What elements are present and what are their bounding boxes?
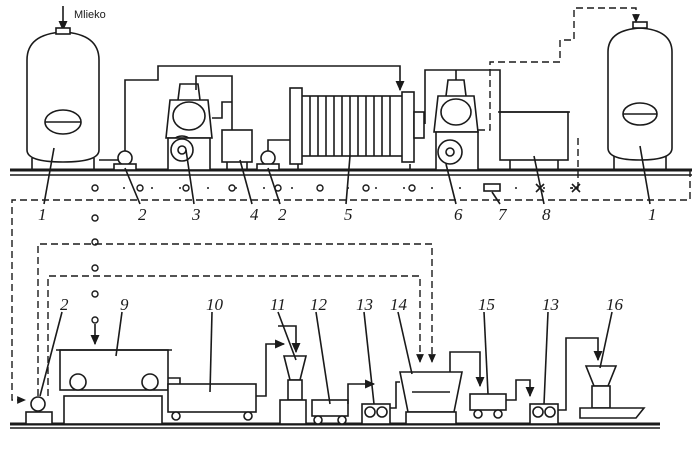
pump-top-middle — [256, 150, 280, 171]
callout-11: 11 — [270, 295, 286, 314]
callout-1-left: 1 — [38, 205, 47, 224]
callout-10: 10 — [206, 295, 224, 314]
pump-bottom-a — [361, 403, 391, 425]
separator-unit — [165, 83, 213, 171]
callout-4: 4 — [250, 205, 259, 224]
callout-15: 15 — [478, 295, 495, 314]
upper-floor-line — [10, 168, 692, 176]
callout-14: 14 — [390, 295, 408, 314]
callout-3: 3 — [191, 205, 201, 224]
callout-13-a: 13 — [356, 295, 373, 314]
callout-16: 16 — [606, 295, 624, 314]
callout-7: 7 — [498, 205, 508, 224]
callout-2-top-a: 2 — [138, 205, 147, 224]
callout-2-top-b: 2 — [278, 205, 287, 224]
intermediate-tank — [221, 129, 253, 170]
pump-bottom-b — [529, 337, 603, 425]
callout-5: 5 — [344, 205, 353, 224]
callout-8: 8 — [542, 205, 551, 224]
mixing-vat — [390, 351, 485, 425]
upper-piping — [124, 65, 501, 151]
callout-9: 9 — [120, 295, 129, 314]
callout-6: 6 — [454, 205, 463, 224]
callout-12: 12 — [310, 295, 328, 314]
cream-line-dots — [91, 183, 590, 193]
pump-bottom — [25, 396, 53, 425]
separator-unit-second — [433, 79, 479, 171]
callout-1-right: 1 — [648, 205, 657, 224]
transport-cart — [311, 379, 376, 425]
callout-2-bottom: 2 — [60, 295, 69, 314]
product-trolley — [469, 379, 535, 419]
callout-13-b: 13 — [542, 295, 559, 314]
leader-lines — [39, 145, 651, 405]
milk-input-label: Mlieko — [74, 9, 106, 21]
packaging-machine — [579, 365, 646, 419]
kneading-trough — [167, 339, 286, 421]
plate-heat-exchanger — [289, 87, 425, 170]
cream-drop-line — [90, 214, 100, 346]
cream-tank — [498, 111, 570, 170]
storage-tank-left — [26, 27, 125, 170]
lower-dashed-loop — [37, 243, 436, 396]
storage-tank-right — [607, 21, 673, 170]
butter-churn — [56, 349, 172, 425]
hopper-feeder — [278, 325, 308, 425]
